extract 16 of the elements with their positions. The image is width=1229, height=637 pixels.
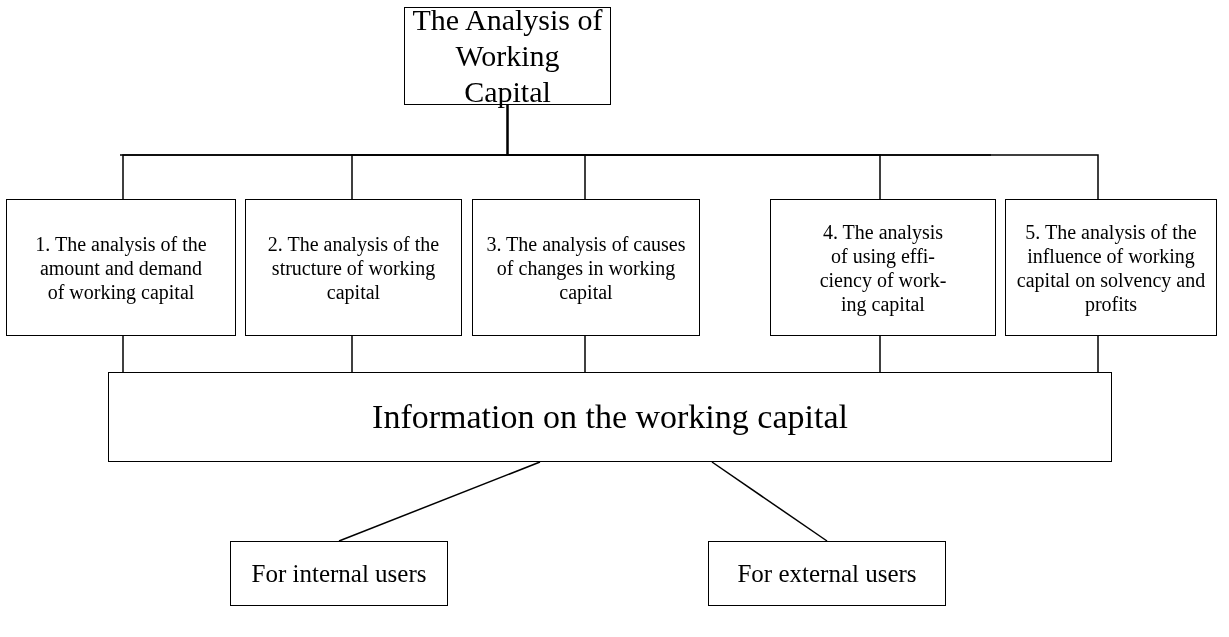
- connector-line: [122, 335, 124, 373]
- connector-line: [338, 461, 541, 542]
- process-box: 5. The analysis of the influence of working capital on solvency and profits: [1005, 199, 1217, 336]
- process-box: 4. The analysis of using effi-ciency of work-ing capital: [770, 199, 996, 336]
- connector-line: [584, 335, 586, 373]
- process-box: 2. The analysis of the structure of working capital: [245, 199, 462, 336]
- output-box: For external users: [708, 541, 946, 606]
- connector-line: [879, 335, 881, 373]
- information-box: Information on the working capital: [108, 372, 1112, 462]
- connector-line: [351, 335, 353, 373]
- connector-line: [711, 461, 828, 542]
- connector-line: [1097, 335, 1099, 373]
- process-box: 3. The analysis of causes of changes in working capital: [472, 199, 700, 336]
- connector-line: [506, 104, 1099, 200]
- process-box: 1. The analysis of the amount and demand of working capital: [6, 199, 236, 336]
- output-box: For internal users: [230, 541, 448, 606]
